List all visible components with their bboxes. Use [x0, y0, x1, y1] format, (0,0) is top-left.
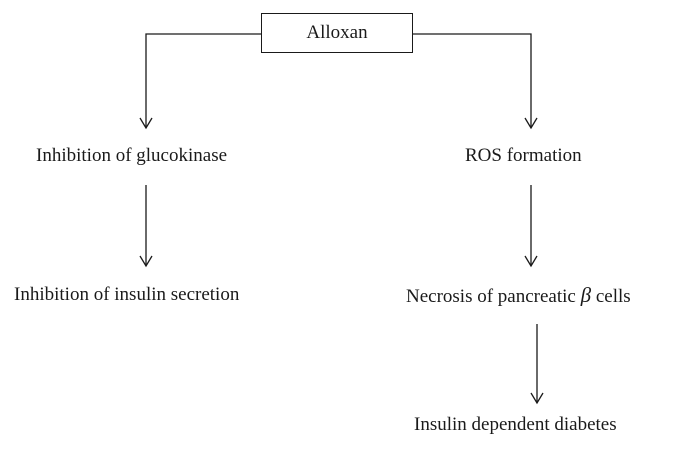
arrowhead-diabetes: [530, 392, 544, 405]
arrowhead-glucokinase: [139, 117, 153, 130]
node-ros-formation: ROS formation: [465, 145, 582, 166]
connector-root-to-glucokinase: [145, 33, 261, 128]
root-node-label: Alloxan: [306, 22, 368, 43]
node-necrosis-pancreatic-cells: Necrosis of pancreatic β cells: [406, 285, 674, 306]
necrosis-prefix: Necrosis of pancreatic: [406, 286, 581, 306]
arrowhead-ros: [524, 117, 538, 130]
node-inhibition-insulin-secretion: Inhibition of insulin secretion: [14, 284, 240, 305]
arrowhead-necrosis: [524, 255, 538, 268]
necrosis-suffix: cells: [591, 286, 631, 306]
node-inhibition-glucokinase: Inhibition of glucokinase: [36, 145, 228, 166]
root-node-box: Alloxan: [261, 13, 413, 53]
beta-symbol: β: [580, 285, 592, 306]
connector-root-to-ros: [413, 33, 532, 128]
node-insulin-dependent-diabetes: Insulin dependent diabetes: [414, 414, 617, 435]
arrowhead-insulin-secretion: [139, 255, 153, 268]
